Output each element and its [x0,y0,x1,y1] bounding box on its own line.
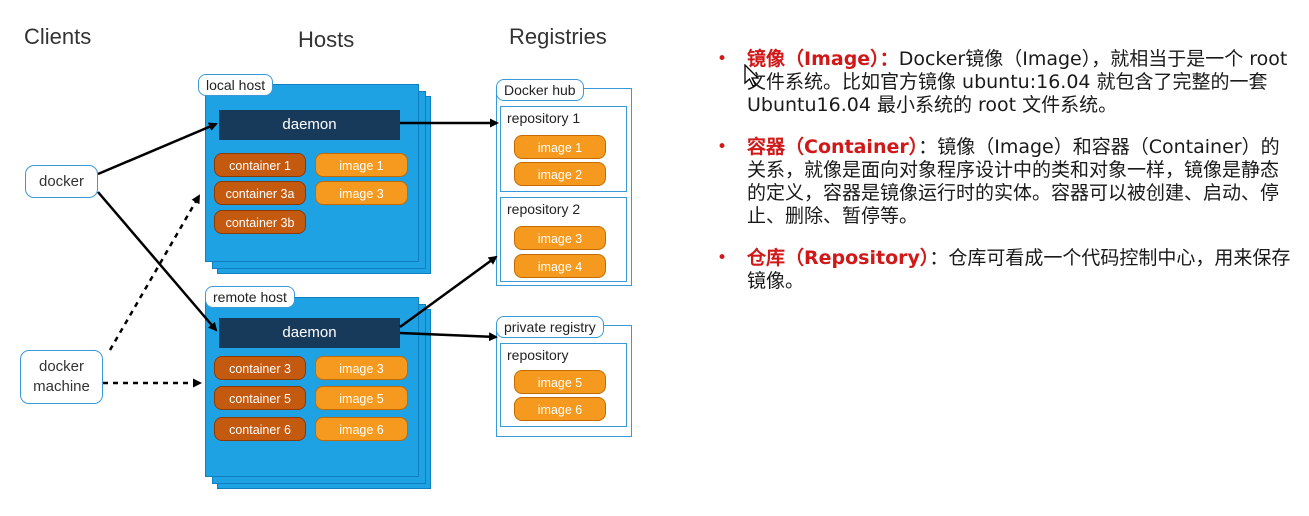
image-description: Docker镜像（Image），就相当于是一个 root 文件系统。比如官方镜像… [747,48,1288,116]
local-host-label: local host [198,74,274,96]
clients-title: Clients [24,24,92,49]
repository-description: ：仓库可看成一个代码控制中心，用来保存镜像。 [747,247,1291,292]
remote-image-3: image 3 [315,356,408,380]
private-image-6: image 6 [514,397,606,421]
repository-2-label: repository 2 [507,201,581,217]
local-container-3a: container 3a [214,181,306,205]
image-term: 镜像（Image）： [747,48,899,70]
local-container-3b: container 3b [214,210,306,234]
bullet-dot: • [717,137,728,157]
registries-title: Registries [509,24,607,49]
docker-architecture-diagram: Clients Hosts Registries local host daem… [20,24,632,489]
repository-bullet: • 仓库（Repository）：仓库可看成一个代码控制中心，用来保存镜像。 [715,247,1295,293]
machine-to-local-host-dashed-arrow [108,194,201,351]
container-term: 容器（Container） [747,136,919,158]
docker-machine-line1: docker [38,358,85,375]
hub-repo1-image-1: image 1 [514,135,606,159]
docker-to-local-daemon-arrow [97,122,218,176]
hub-repo1-image-2: image 2 [514,162,606,186]
docker-hub-label: Docker hub [496,79,584,101]
container-bullet: • 容器（Container）：镜像（Image）和容器（Container）的… [715,136,1295,228]
repository-term: 仓库（Repository） [747,247,930,269]
remote-container-5: container 5 [214,386,306,410]
docker-machine-client: docker machine [20,350,103,404]
connection-arrows [97,118,499,388]
hosts-title: Hosts [298,27,355,52]
bullet-dot: • [717,49,728,69]
remote-container-3: container 3 [214,356,306,380]
remote-image-6: image 6 [315,417,408,441]
docker-client: docker [25,165,98,198]
remote-daemon-to-private-registry-arrow [399,331,498,342]
private-registry-label: private registry [496,316,604,338]
remote-daemon-to-repository-2-arrow [399,255,498,329]
local-image-3: image 3 [315,181,408,205]
mouse-cursor-icon [744,64,760,87]
private-image-5: image 5 [514,370,606,394]
remote-image-5: image 5 [315,386,408,410]
repository-1-label: repository 1 [507,110,581,126]
local-image-1: image 1 [315,153,408,177]
local-daemon: daemon [219,110,400,140]
hub-repo2-image-4: image 4 [514,254,606,278]
local-container-1: container 1 [214,153,306,177]
remote-host-label: remote host [205,286,295,308]
docker-machine-line2: machine [33,378,90,395]
remote-container-6: container 6 [214,417,306,441]
docker-to-remote-daemon-arrow [97,191,218,332]
remote-daemon: daemon [219,318,400,348]
hub-repo2-image-3: image 3 [514,226,606,250]
image-bullet: • 镜像（Image）：Docker镜像（Image），就相当于是一个 root… [715,48,1295,117]
container-description: ：镜像（Image）和容器（Container）的关系，就像是面向对象程序设计中… [747,136,1280,227]
bullet-dot: • [717,248,728,268]
private-repository-label: repository [507,347,569,363]
concept-notes: • 镜像（Image）：Docker镜像（Image），就相当于是一个 root… [715,48,1295,312]
